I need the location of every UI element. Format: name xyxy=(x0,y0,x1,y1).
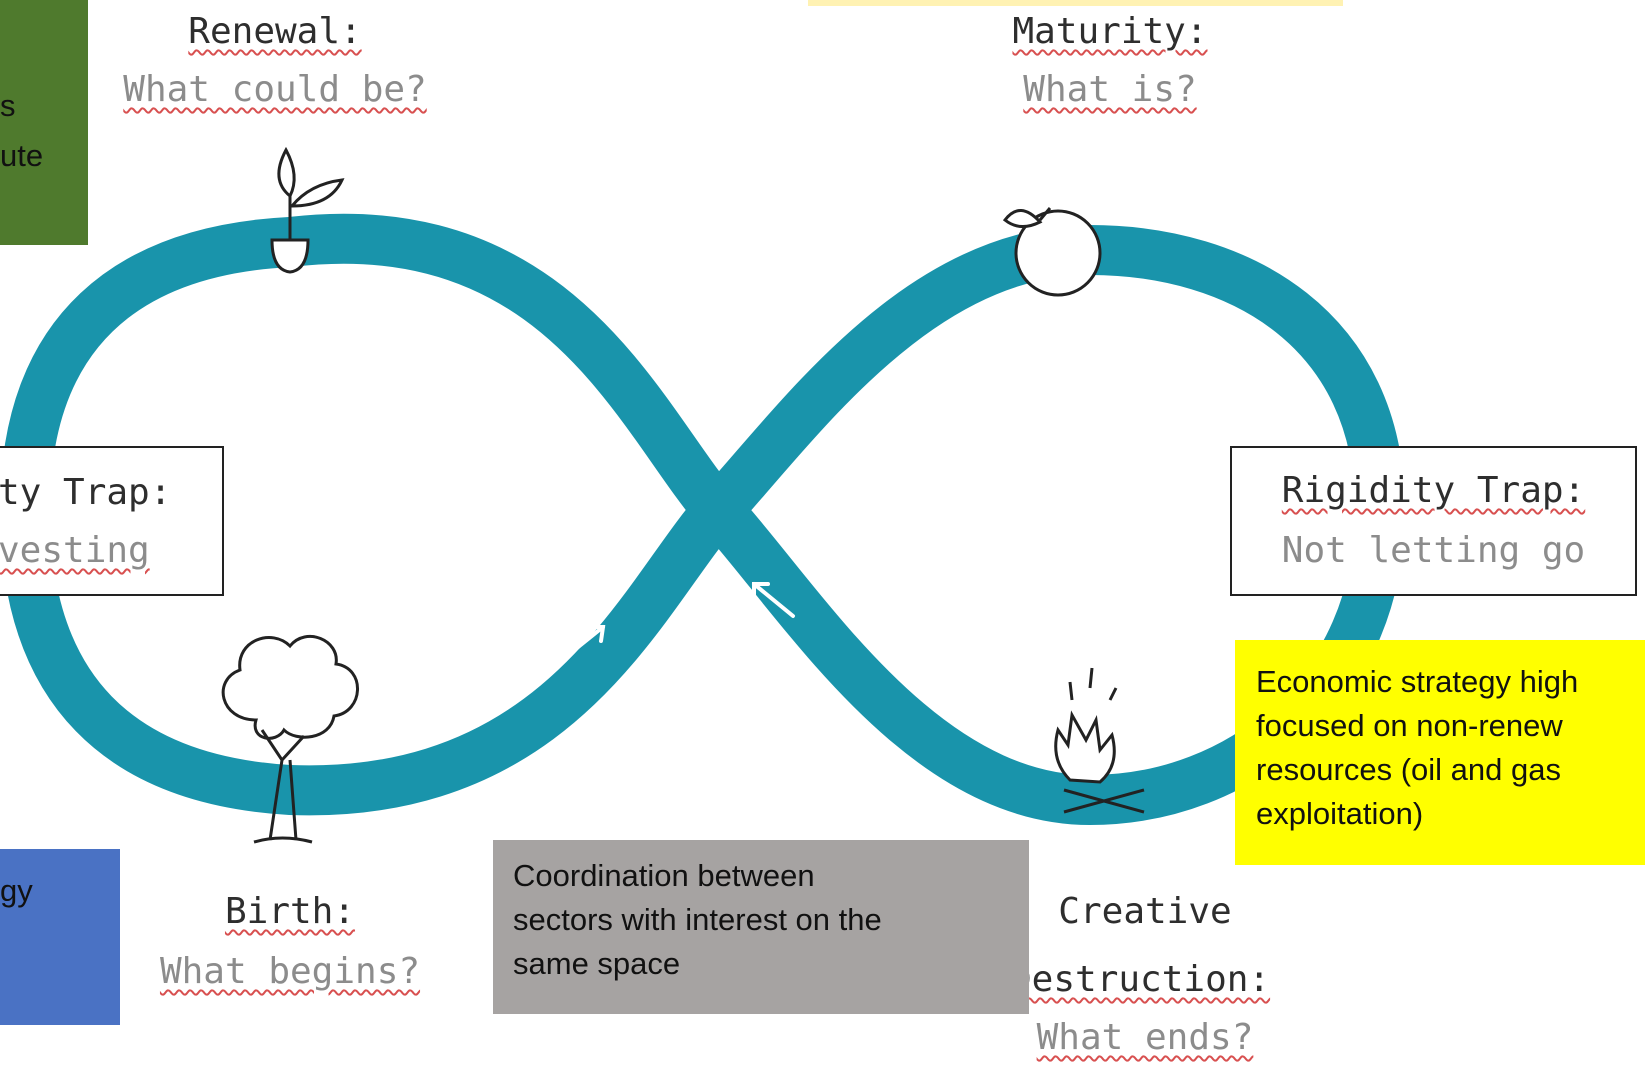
gray-note-line3: same space xyxy=(513,946,681,981)
gray-note-line1: Coordination between xyxy=(513,858,815,893)
yellow-note: Economic strategy high focused on non-re… xyxy=(1235,640,1645,865)
destruction-title-line1-text: Creative xyxy=(1058,891,1232,932)
destruction-title-line2: Destruction: xyxy=(1010,958,1280,1002)
arrow-up-left-icon xyxy=(752,582,795,618)
yellow-note-line1: Economic strategy high xyxy=(1256,664,1579,699)
birth-title: Birth: xyxy=(140,890,440,934)
top-highlight-strip xyxy=(808,0,1343,6)
maturity-title-text: Maturity: xyxy=(1012,11,1208,52)
left-trap-subtitle-text: vesting xyxy=(0,530,150,571)
renewal-question: What could be? xyxy=(100,68,450,112)
right-trap-title: Rigidity Trap: xyxy=(1232,468,1635,514)
arrow-up-right-icon xyxy=(555,625,606,666)
maturity-title: Maturity: xyxy=(960,10,1260,54)
campfire-icon xyxy=(1054,667,1145,814)
destruction-question: What ends? xyxy=(1010,1016,1280,1060)
destruction-question-text: What ends? xyxy=(1036,1017,1254,1058)
right-trap-subtitle: Not letting go xyxy=(1232,528,1635,574)
birth-title-text: Birth: xyxy=(224,891,356,932)
renewal-title: Renewal: xyxy=(100,10,450,54)
yellow-note-line3: resources (oil and gas xyxy=(1256,752,1561,787)
blue-note: gy xyxy=(0,849,120,1025)
apple-icon xyxy=(1002,207,1102,297)
left-trap-title: ty Trap: xyxy=(0,472,172,513)
blue-note-line1: gy xyxy=(0,873,33,908)
yellow-note-line2: focused on non-renew xyxy=(1256,708,1563,743)
tree-icon xyxy=(221,635,359,844)
right-trap-box: Rigidity Trap: Not letting go xyxy=(1230,446,1637,596)
green-note: s ute xyxy=(0,0,88,245)
sprout-icon xyxy=(270,146,345,274)
renewal-question-text: What could be? xyxy=(123,69,427,110)
right-trap-subtitle-text: Not letting go xyxy=(1281,530,1586,571)
gray-note: Coordination between sectors with intere… xyxy=(493,840,1029,1014)
destruction-title-line1: Creative xyxy=(1020,890,1270,934)
birth-question-text: What begins? xyxy=(159,951,421,992)
destruction-title-line2-text: Destruction: xyxy=(1010,959,1271,1000)
loop-path xyxy=(0,213,1405,825)
left-trap-subtitle: vesting xyxy=(0,528,150,574)
gray-note-line2: sectors with interest on the xyxy=(513,902,882,937)
renewal-title-text: Renewal: xyxy=(188,11,362,52)
left-trap-box: ty Trap: vesting xyxy=(0,446,224,596)
maturity-question: What is? xyxy=(960,68,1260,112)
right-trap-title-text: Rigidity Trap: xyxy=(1281,470,1586,511)
green-note-line1: s xyxy=(0,88,16,123)
birth-question: What begins? xyxy=(110,950,470,994)
green-note-line2: ute xyxy=(0,138,44,173)
yellow-note-line4: exploitation) xyxy=(1256,796,1424,831)
maturity-question-text: What is? xyxy=(1023,69,1197,110)
